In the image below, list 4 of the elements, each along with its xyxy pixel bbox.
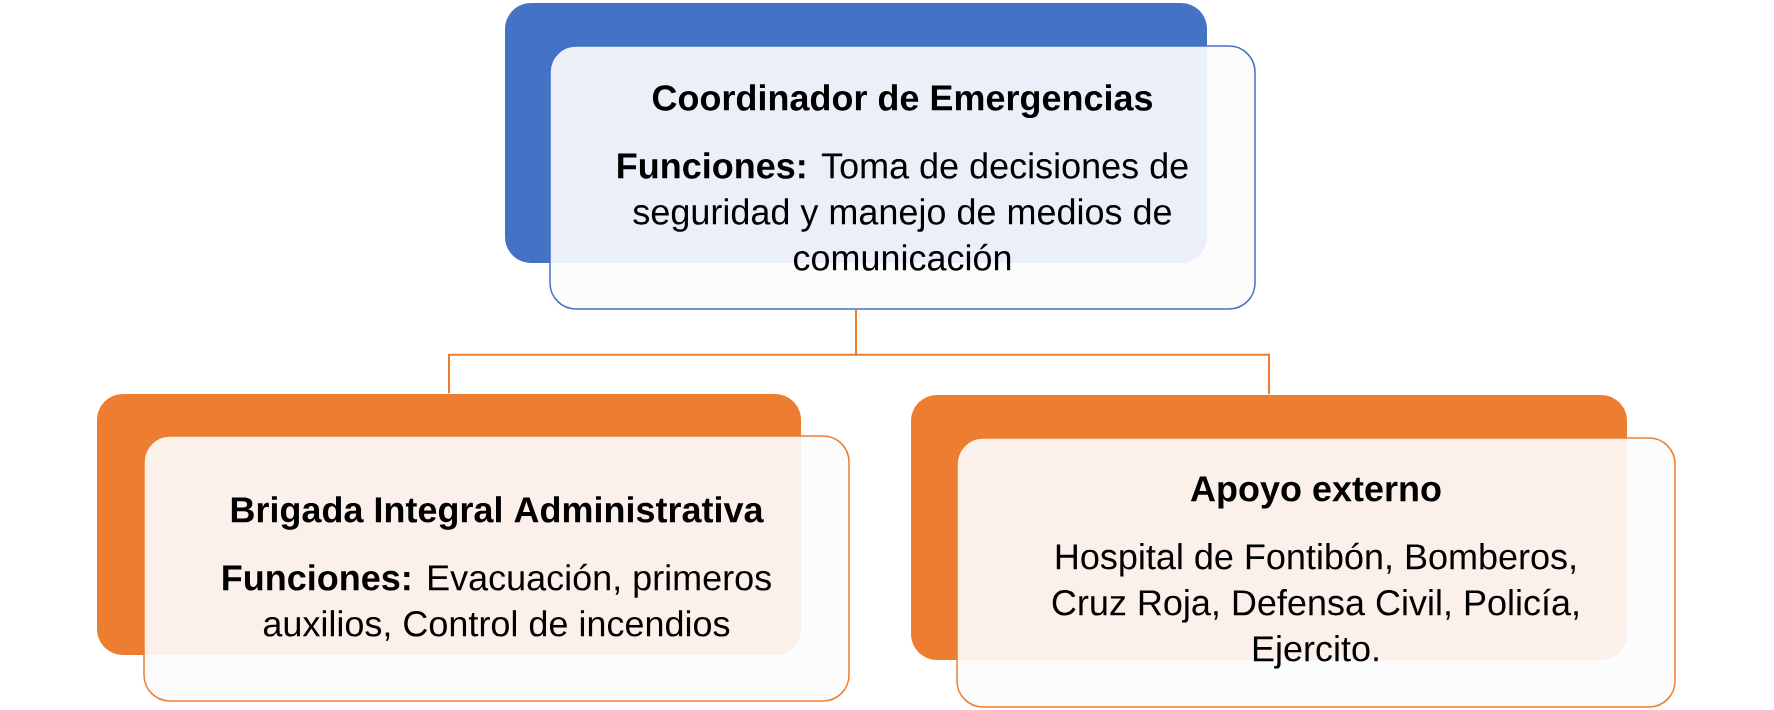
role-box: Coordinador de Emergencias Funciones: Toma de decisiones de seguridad y manejo de medios de comunicación	[505, 3, 1256, 310]
role-box: Brigada Integral Administrativa Funciones: Evacuación, primeros auxilios, Control de incendios	[97, 394, 850, 702]
role-box: Apoyo externo Hospital de Fontibón, Bomberos, Cruz Roja, Defensa Civil, Policía, Ejercito.	[911, 395, 1676, 708]
connector-line	[855, 308, 1270, 396]
